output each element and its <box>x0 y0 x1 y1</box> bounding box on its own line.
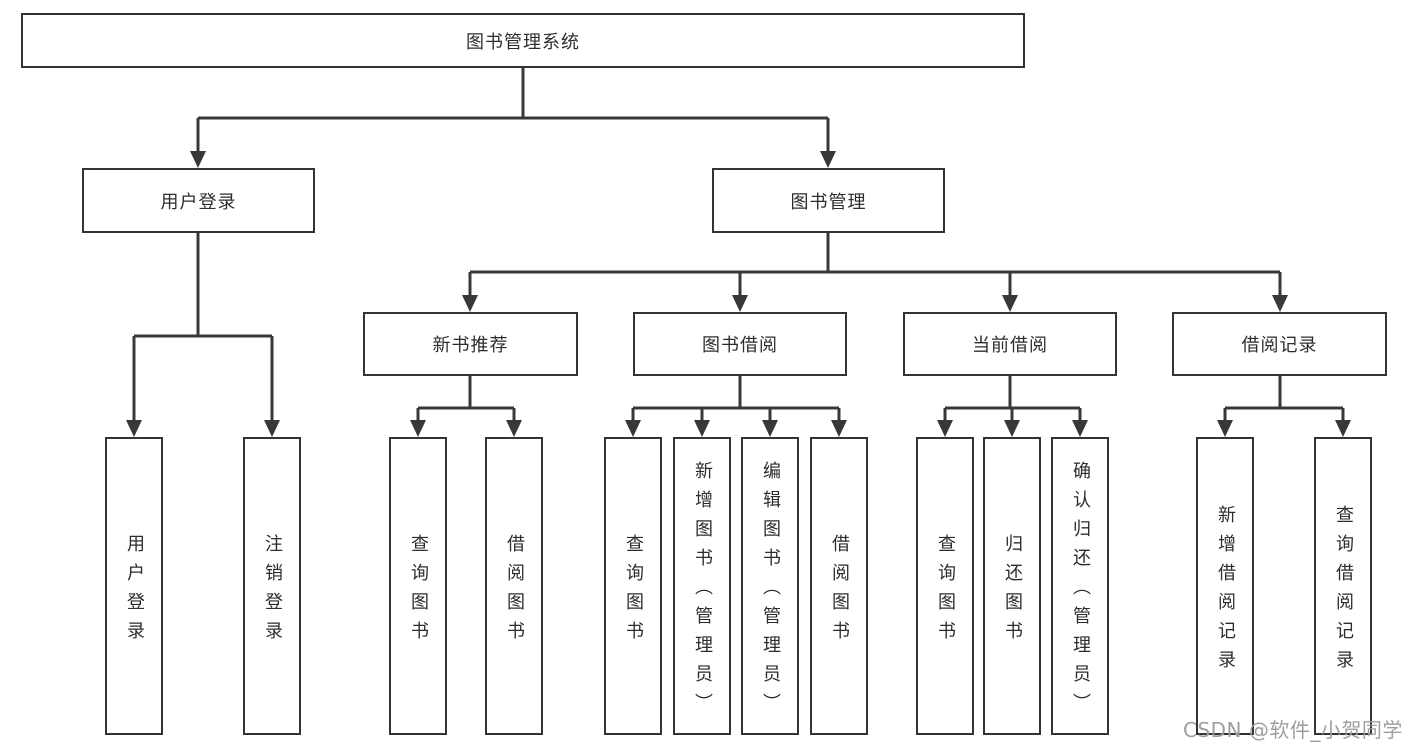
leaf-query-books-borrow: 查询图书 <box>604 437 662 735</box>
node-label: 用户登录 <box>160 191 237 213</box>
leaf-edit-books-admin: 编辑图书（管理员） <box>741 437 799 735</box>
leaf-query-books-recommend: 查询图书 <box>389 437 447 735</box>
node-label: 新增借阅记录 <box>1215 504 1236 679</box>
leaf-add-books-admin: 新增图书（管理员） <box>673 437 731 735</box>
node-label: 用户登录 <box>124 533 145 650</box>
node-library-management-system: 图书管理系统 <box>21 13 1025 68</box>
leaf-borrow-books: 借阅图书 <box>810 437 868 735</box>
csdn-watermark: CSDN @软件_小贺同学 <box>1183 718 1403 742</box>
leaf-query-borrow-record: 查询借阅记录 <box>1314 437 1372 735</box>
node-new-book-recommend: 新书推荐 <box>363 312 578 376</box>
node-label: 图书管理 <box>790 191 867 213</box>
node-label: 查询借阅记录 <box>1333 504 1354 679</box>
node-label: 查询图书 <box>408 533 429 650</box>
node-label: 注销登录 <box>262 533 283 650</box>
node-label: 借阅记录 <box>1241 335 1318 356</box>
connector-stems <box>132 68 1345 422</box>
node-label: 图书管理系统 <box>466 31 580 53</box>
leaf-borrow-books-recommend: 借阅图书 <box>485 437 543 735</box>
node-book-management: 图书管理 <box>712 168 945 233</box>
leaf-add-borrow-record: 新增借阅记录 <box>1196 437 1254 735</box>
node-user-login: 用户登录 <box>82 168 315 233</box>
node-current-borrow: 当前借阅 <box>903 312 1117 376</box>
node-label: 当前借阅 <box>972 335 1048 356</box>
leaf-query-books-current: 查询图书 <box>916 437 974 735</box>
leaf-confirm-return-admin: 确认归还（管理员） <box>1051 437 1109 735</box>
leaf-logout: 注销登录 <box>243 437 301 735</box>
node-label: 借阅图书 <box>504 533 525 650</box>
node-label: 新增图书（管理员） <box>692 461 713 722</box>
node-label: 归还图书 <box>1002 533 1023 650</box>
node-label: 借阅图书 <box>829 533 850 650</box>
leaf-return-books: 归还图书 <box>983 437 1041 735</box>
node-label: 新书推荐 <box>432 335 509 356</box>
node-label: 查询图书 <box>623 533 644 650</box>
arrow-heads <box>126 151 1351 437</box>
node-label: 查询图书 <box>935 533 956 650</box>
node-book-borrow: 图书借阅 <box>633 312 847 376</box>
node-label: 编辑图书（管理员） <box>760 461 781 722</box>
leaf-user-login: 用户登录 <box>105 437 163 735</box>
node-label: 确认归还（管理员） <box>1070 461 1091 722</box>
node-borrow-records: 借阅记录 <box>1172 312 1387 376</box>
node-label: 图书借阅 <box>702 335 778 356</box>
